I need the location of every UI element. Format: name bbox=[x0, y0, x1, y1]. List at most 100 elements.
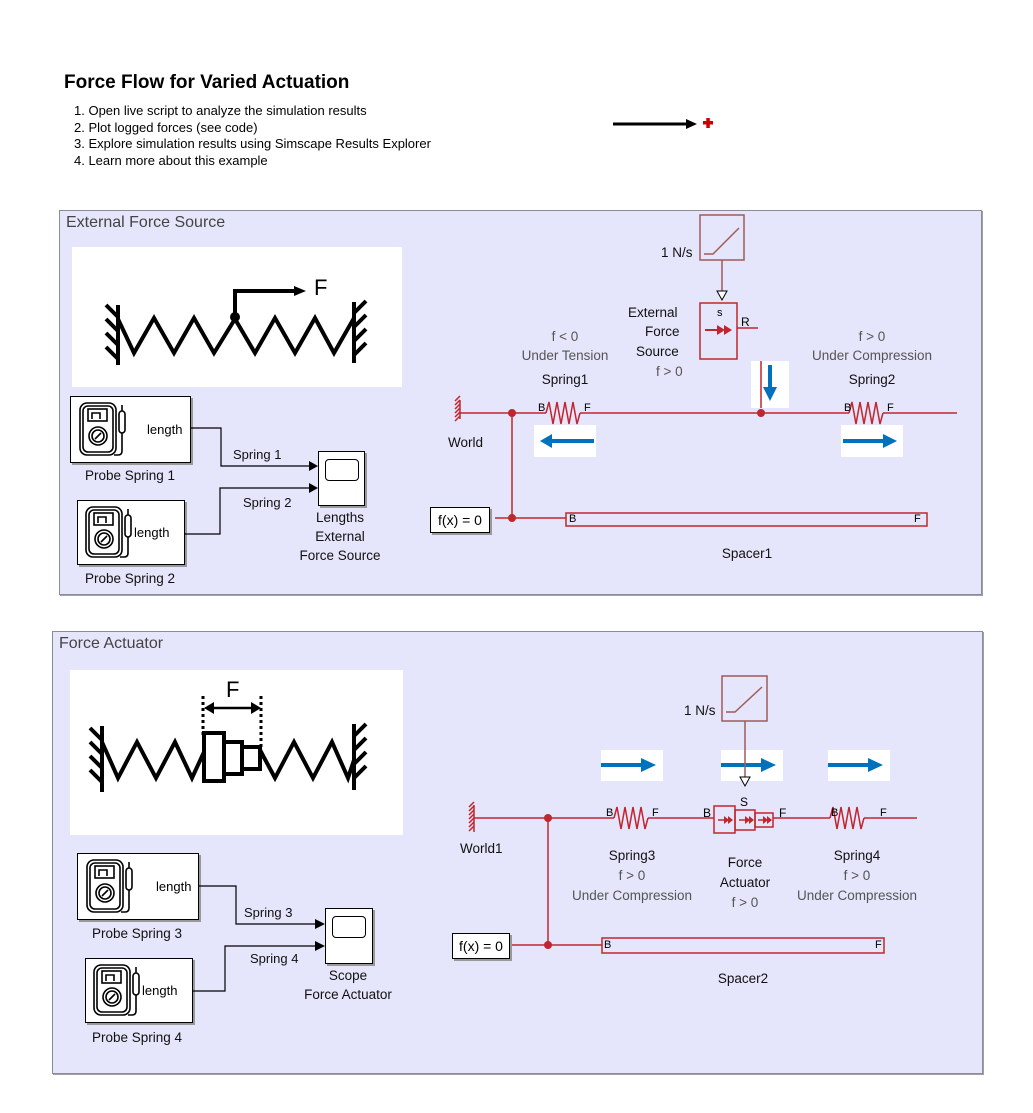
ramp-label: 1 N/s bbox=[661, 245, 693, 260]
probe-spring-3-block[interactable]: length bbox=[77, 853, 199, 920]
scope-screen-icon bbox=[325, 459, 359, 481]
scope-force-actuator-block[interactable] bbox=[325, 908, 373, 964]
spring1-block[interactable] bbox=[546, 402, 580, 424]
panel-title: External Force Source bbox=[66, 214, 226, 231]
signal-label-spring-4: Spring 4 bbox=[250, 951, 299, 966]
spring2-port-f: F bbox=[887, 402, 894, 414]
schematic-force-label: F bbox=[226, 677, 240, 702]
page-title: Force Flow for Varied Actuation bbox=[64, 72, 350, 93]
probe-port-label: length bbox=[142, 983, 178, 998]
spring1-state: Under Tension bbox=[521, 348, 609, 363]
source-port-r: R bbox=[741, 315, 750, 329]
actuator-port-b: B bbox=[703, 806, 712, 820]
source-name-line2: Force bbox=[645, 324, 680, 339]
ramp-block-2[interactable] bbox=[722, 676, 767, 721]
multimeter-icon bbox=[93, 964, 140, 1016]
probe-spring-4-name: Probe Spring 4 bbox=[91, 1030, 183, 1045]
spring1-sign: f < 0 bbox=[551, 329, 579, 344]
source-name-line1: External bbox=[628, 305, 678, 320]
flow-arrow-right-spring2 bbox=[841, 425, 903, 457]
probe-spring-3-name: Probe Spring 3 bbox=[91, 926, 183, 941]
solver-configuration-block[interactable]: f(x) = 0 bbox=[430, 507, 490, 533]
scope-force-actuator-name-line1: Scope bbox=[328, 968, 368, 983]
step-open-live-script-link[interactable]: 1. Open live script to analyze the simul… bbox=[74, 103, 367, 118]
spring4-port-f: F bbox=[880, 807, 887, 819]
scope-lengths-block[interactable] bbox=[318, 451, 365, 506]
probe-port-label: length bbox=[134, 525, 170, 540]
spring4-state: Under Compression bbox=[796, 888, 918, 903]
ramp-block-1[interactable] bbox=[700, 215, 744, 260]
spring-schematic-icon bbox=[104, 286, 368, 365]
spring2-name: Spring2 bbox=[848, 372, 896, 387]
spring3-port-f: F bbox=[652, 807, 659, 819]
probe-spring-1-block[interactable]: length bbox=[70, 396, 191, 463]
scope-lengths-name-line2: External bbox=[315, 529, 365, 544]
actuator-name-line2: Actuator bbox=[719, 875, 771, 890]
source-name-line3: Source bbox=[636, 344, 679, 359]
spring2-sign: f > 0 bbox=[858, 329, 886, 344]
actuator-port-s: S bbox=[740, 795, 749, 809]
spacer2-port-f: F bbox=[875, 939, 882, 951]
spacer1-block[interactable] bbox=[566, 513, 927, 526]
spacer1-name: Spacer1 bbox=[721, 546, 773, 561]
spring4-name: Spring4 bbox=[833, 848, 881, 863]
probe-port-label: length bbox=[156, 879, 192, 894]
steps-list: 1. Open live script to analyze the simul… bbox=[64, 103, 431, 169]
step-explore-results-link[interactable]: 3. Explore simulation results using Sims… bbox=[74, 136, 431, 151]
flow-arrow-left-spring1 bbox=[534, 425, 596, 457]
flow-arrow-down-source bbox=[751, 361, 789, 408]
spring3-port-b: B bbox=[606, 807, 614, 819]
world-block[interactable] bbox=[452, 396, 464, 422]
probe-spring-4-block[interactable]: length bbox=[85, 958, 193, 1023]
spacer2-block[interactable] bbox=[602, 938, 884, 953]
flow-arrow-right-spring3 bbox=[601, 750, 663, 781]
flow-arrow-right-actuator bbox=[721, 750, 783, 781]
scope-lengths-name-line3: Force Source bbox=[299, 548, 381, 563]
flow-arrow-right-spring4 bbox=[828, 750, 890, 781]
spring2-port-b: B bbox=[844, 402, 852, 414]
solver-configuration-block[interactable]: f(x) = 0 bbox=[452, 933, 510, 959]
probe-spring-1-name: Probe Spring 1 bbox=[84, 468, 176, 483]
actuator-port-f: F bbox=[779, 806, 787, 820]
source-port-s: s bbox=[717, 307, 723, 319]
scope-lengths-name-line1: Lengths bbox=[315, 510, 365, 525]
spring3-state: Under Compression bbox=[571, 888, 693, 903]
schematic-spring-force-image: F bbox=[72, 247, 402, 387]
step-learn-more-link[interactable]: 4. Learn more about this example bbox=[74, 152, 268, 168]
spring1-port-f: F bbox=[584, 402, 591, 414]
step-plot-forces-link[interactable]: 2. Plot logged forces (see code) bbox=[74, 119, 258, 135]
spacer1-port-f: F bbox=[914, 513, 921, 525]
multimeter-icon bbox=[79, 402, 126, 456]
spring3-sign: f > 0 bbox=[618, 868, 646, 883]
world-name: World bbox=[448, 435, 484, 450]
panel-title: Force Actuator bbox=[59, 635, 164, 652]
actuator-sign: f > 0 bbox=[731, 895, 759, 910]
signal-label-spring-3: Spring 3 bbox=[244, 905, 293, 920]
force-actuator-block[interactable] bbox=[714, 806, 773, 833]
probe-spring-2-block[interactable]: length bbox=[77, 500, 185, 565]
schematic-force-label: F bbox=[314, 275, 328, 300]
spring4-port-b: B bbox=[831, 807, 839, 819]
scope-force-actuator-name-line2: Force Actuator bbox=[304, 987, 392, 1002]
scope-screen-icon bbox=[332, 916, 366, 938]
spring2-block[interactable] bbox=[849, 402, 883, 424]
spacer1-port-b: B bbox=[569, 513, 577, 525]
actuator-schematic-icon bbox=[88, 696, 368, 792]
world1-name: World1 bbox=[460, 841, 503, 856]
multimeter-icon bbox=[85, 506, 132, 558]
signal-label-spring-2: Spring 2 bbox=[243, 495, 292, 510]
world1-block[interactable] bbox=[466, 802, 478, 832]
spring2-state: Under Compression bbox=[811, 348, 933, 363]
probe-port-label: length bbox=[147, 422, 183, 437]
spring4-block[interactable] bbox=[830, 807, 864, 829]
spring4-sign: f > 0 bbox=[843, 868, 871, 883]
signal-label-spring-1: Spring 1 bbox=[233, 447, 282, 462]
spring1-name: Spring1 bbox=[541, 372, 589, 387]
external-force-source-block[interactable] bbox=[700, 303, 737, 359]
spring3-block[interactable] bbox=[614, 807, 648, 829]
actuator-name-line1: Force bbox=[727, 855, 763, 870]
source-sign: f > 0 bbox=[656, 364, 683, 379]
ramp-label: 1 N/s bbox=[684, 703, 716, 718]
spacer2-port-b: B bbox=[604, 939, 612, 951]
multimeter-icon bbox=[86, 859, 133, 913]
